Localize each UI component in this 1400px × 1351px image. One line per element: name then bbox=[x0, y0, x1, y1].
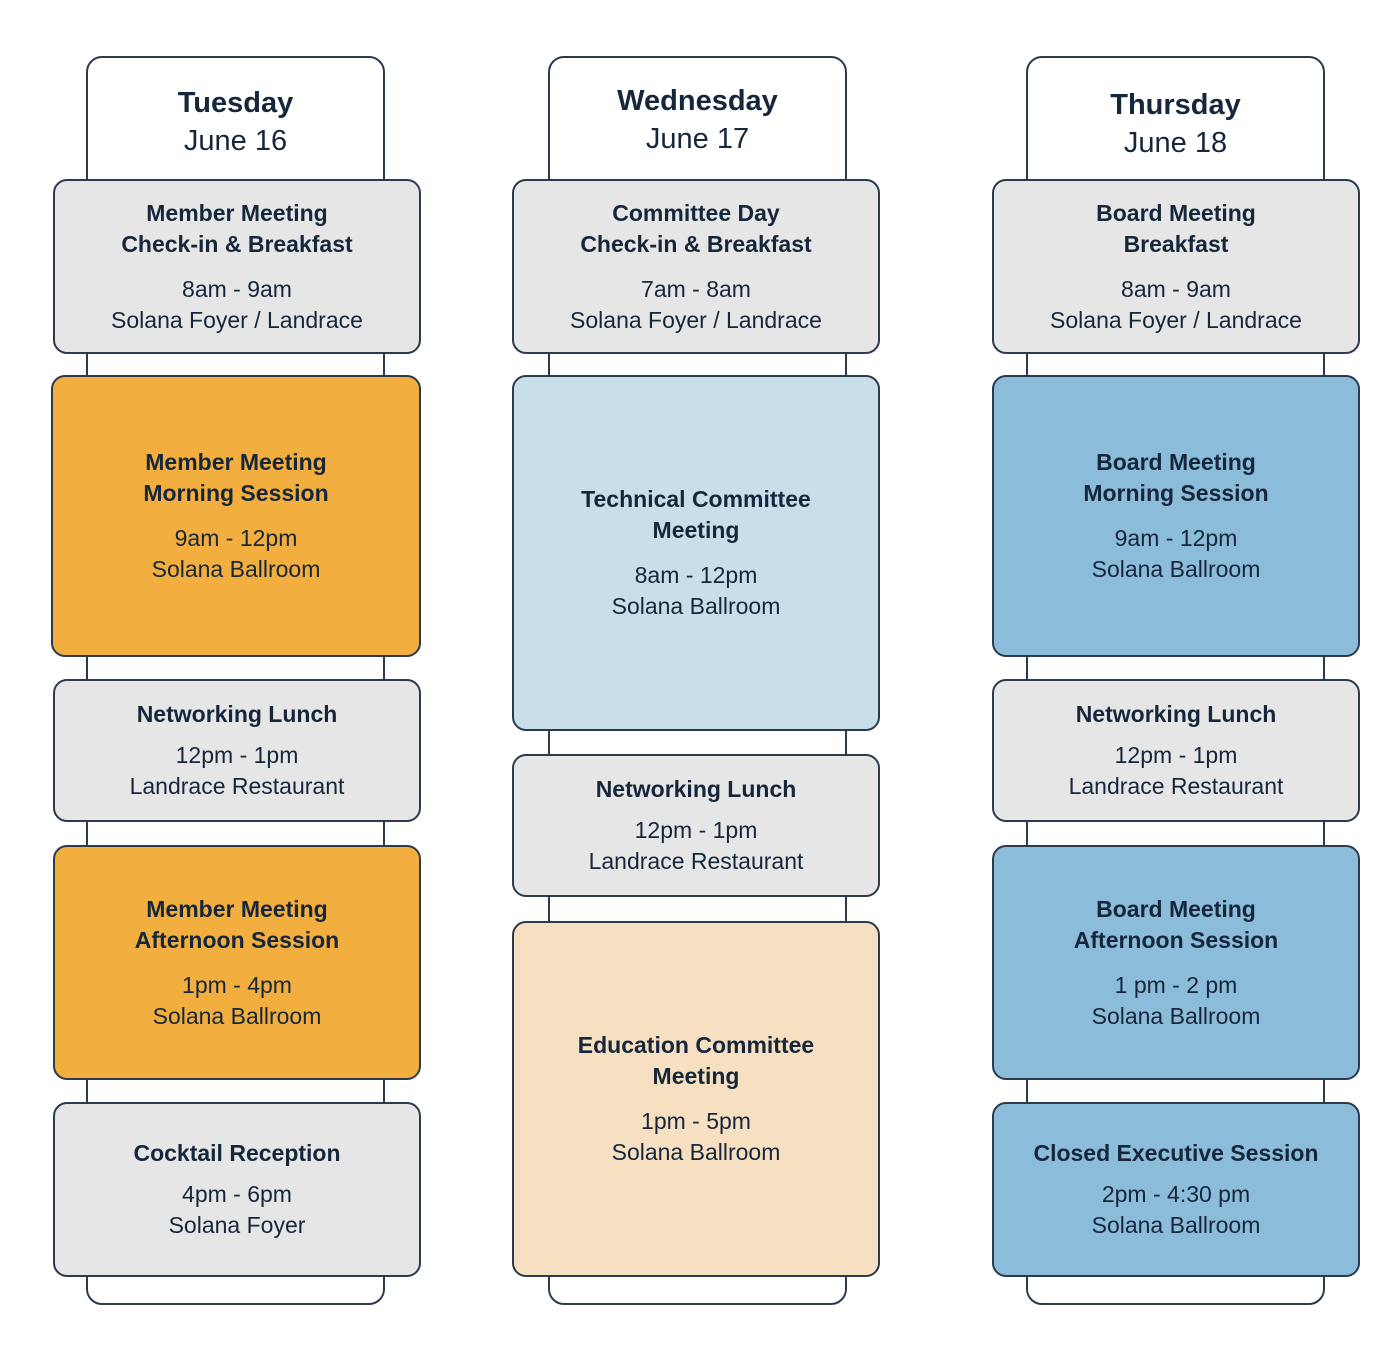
event-location: Solana Ballroom bbox=[1091, 1212, 1261, 1238]
event-time: 12pm - 1pm bbox=[175, 742, 299, 768]
day-header: Thursday June 18 bbox=[1026, 86, 1325, 162]
event-location: Solana Ballroom bbox=[1091, 1002, 1261, 1029]
event-card[interactable]: Networking Lunch 12pm - 1pm Landrace Res… bbox=[992, 679, 1360, 822]
event-card[interactable]: Education Committee Meeting 1pm - 5pm So… bbox=[512, 921, 880, 1277]
event-card[interactable]: Member Meeting Afternoon Session 1pm - 4… bbox=[53, 845, 421, 1080]
event-title: Member Meeting Morning Session bbox=[143, 449, 329, 506]
event-card[interactable]: Board Meeting Afternoon Session 1 pm - 2… bbox=[992, 845, 1360, 1080]
event-title: Committee Day Check-in & Breakfast bbox=[580, 199, 812, 257]
event-time: 2pm - 4:30 pm bbox=[1101, 1181, 1251, 1207]
day-name: Thursday bbox=[1110, 89, 1241, 121]
event-location: Solana Ballroom bbox=[152, 1002, 322, 1029]
event-time: 12pm - 1pm bbox=[1114, 742, 1238, 768]
day-name: Tuesday bbox=[177, 87, 294, 119]
event-location: Solana Foyer / Landrace bbox=[111, 306, 363, 333]
event-title: Board Meeting Afternoon Session bbox=[1073, 895, 1279, 953]
event-location: Solana Foyer / Landrace bbox=[570, 306, 822, 333]
day-name: Wednesday bbox=[617, 85, 778, 117]
event-time: 1pm - 4pm bbox=[182, 971, 292, 998]
event-card[interactable]: Member Meeting Check-in & Breakfast 8am … bbox=[53, 179, 421, 354]
event-card[interactable]: Committee Day Check-in & Breakfast 7am -… bbox=[512, 179, 880, 354]
event-card[interactable]: Closed Executive Session 2pm - 4:30 pm S… bbox=[992, 1102, 1360, 1277]
day-column-tuesday: Tuesday June 16 Member Meeting Check-in … bbox=[50, 0, 430, 1351]
day-date: June 17 bbox=[645, 123, 750, 155]
event-location: Solana Ballroom bbox=[1091, 556, 1261, 582]
event-location: Solana Foyer bbox=[168, 1212, 306, 1238]
event-title: Board Meeting Breakfast bbox=[1096, 199, 1256, 257]
event-title: Member Meeting Afternoon Session bbox=[134, 895, 340, 953]
event-card[interactable]: Member Meeting Morning Session 9am - 12p… bbox=[51, 375, 421, 657]
event-time: 8am - 9am bbox=[182, 275, 292, 302]
event-time: 8am - 9am bbox=[1121, 275, 1231, 302]
event-location: Landrace Restaurant bbox=[588, 848, 804, 874]
event-title: Networking Lunch bbox=[595, 776, 797, 802]
event-card[interactable]: Board Meeting Morning Session 9am - 12pm… bbox=[992, 375, 1360, 657]
day-column-thursday: Thursday June 18 Board Meeting Breakfast… bbox=[990, 0, 1370, 1351]
event-time: 12pm - 1pm bbox=[634, 817, 758, 843]
event-location: Solana Ballroom bbox=[611, 593, 781, 619]
event-title: Closed Executive Session bbox=[1033, 1140, 1319, 1166]
event-card[interactable]: Networking Lunch 12pm - 1pm Landrace Res… bbox=[512, 754, 880, 897]
event-time: 8am - 12pm bbox=[634, 562, 758, 588]
event-title: Member Meeting Check-in & Breakfast bbox=[121, 199, 353, 257]
event-time: 1 pm - 2 pm bbox=[1114, 971, 1238, 998]
day-header: Wednesday June 17 bbox=[548, 82, 847, 158]
day-date: June 18 bbox=[1123, 127, 1228, 159]
event-card[interactable]: Technical Committee Meeting 8am - 12pm S… bbox=[512, 375, 880, 731]
event-location: Solana Ballroom bbox=[151, 556, 321, 582]
event-location: Solana Ballroom bbox=[611, 1139, 781, 1165]
day-column-wednesday: Wednesday June 17 Committee Day Check-in… bbox=[510, 0, 890, 1351]
event-location: Landrace Restaurant bbox=[1068, 773, 1284, 799]
event-title: Technical Committee Meeting bbox=[581, 486, 811, 543]
event-time: 1pm - 5pm bbox=[641, 1108, 751, 1134]
event-card[interactable]: Board Meeting Breakfast 8am - 9am Solana… bbox=[992, 179, 1360, 354]
event-title: Networking Lunch bbox=[1075, 701, 1277, 727]
event-title: Board Meeting Morning Session bbox=[1083, 449, 1269, 506]
event-location: Solana Foyer / Landrace bbox=[1050, 306, 1302, 333]
event-title: Education Committee Meeting bbox=[577, 1032, 815, 1089]
day-header: Tuesday June 16 bbox=[86, 84, 385, 160]
event-card[interactable]: Cocktail Reception 4pm - 6pm Solana Foye… bbox=[53, 1102, 421, 1277]
event-title: Networking Lunch bbox=[136, 701, 338, 727]
event-time: 4pm - 6pm bbox=[182, 1181, 292, 1207]
event-card[interactable]: Networking Lunch 12pm - 1pm Landrace Res… bbox=[53, 679, 421, 822]
event-time: 9am - 12pm bbox=[1114, 525, 1238, 551]
day-date: June 16 bbox=[183, 125, 288, 157]
event-time: 9am - 12pm bbox=[174, 525, 298, 551]
event-location: Landrace Restaurant bbox=[129, 773, 345, 799]
event-title: Cocktail Reception bbox=[133, 1140, 341, 1166]
event-time: 7am - 8am bbox=[641, 275, 751, 302]
